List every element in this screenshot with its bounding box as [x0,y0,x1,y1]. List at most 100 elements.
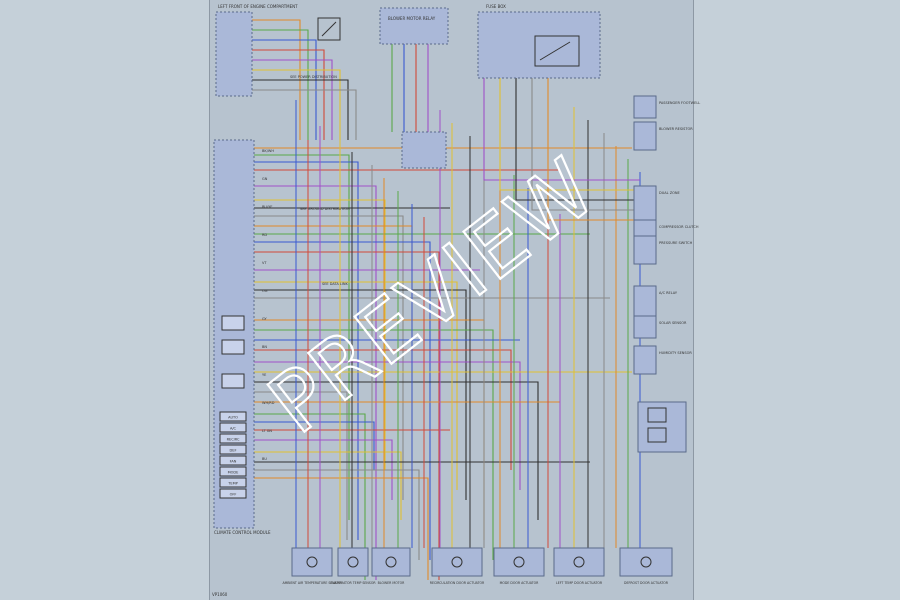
wire-color-label: BN [262,345,267,349]
bottom-component-label: DEFROST DOOR ACTUATOR [624,581,669,585]
top-left-connector: LEFT FRONT OF ENGINE COMPARTMENT [215,4,298,97]
wire-color-label: BU/YE [262,205,273,209]
right-connector [633,345,657,375]
controller-button-label: DEF [230,449,237,453]
motor-symbol-icon [347,556,359,568]
wire-color-label: OG [262,289,268,293]
bottom-component-label: MODE DOOR ACTUATOR [500,581,539,585]
right-connector-label: PASSENGER FOOTWELL [659,101,700,105]
wire [252,89,357,140]
wire [254,329,494,560]
bottom-component-box [291,547,333,577]
footer-code: VP1060 [212,592,228,597]
bottom-component-label: BLOWER MOTOR [378,581,405,585]
wire [515,78,640,201]
wire-color-label: YE [262,373,266,377]
wire [254,289,467,500]
bottom-component-box [337,547,369,577]
wire [531,78,640,211]
motor-symbol-icon [513,556,525,568]
right-connector-column: PASSENGER FOOTWELL BLOWER RESISTOR DUAL ZO… [633,95,700,375]
right-connector-label: COMPRESSOR CLUTCH [659,225,699,229]
right-connector [633,121,657,151]
right-connector-label: BLOWER RESISTOR [659,127,693,131]
bottom-component-label: RECIRCULATION DOOR ACTUATOR [430,581,485,585]
controller-button [219,466,247,477]
top-center-left-relay [317,17,341,41]
wire [254,413,366,580]
right-connector-label: HUMIDITY SENSOR [659,351,692,355]
climate-control-module-label: CLIMATE CONTROL MODULE [214,530,271,535]
controller-button [219,433,247,444]
wire [254,199,386,470]
right-connector-label: PRESSURE SWITCH [659,241,693,245]
bottom-components: AMBIENT AIR TEMPERATURE SENSOREVAPORATOR… [282,547,673,585]
right-connector-label: DUAL ZONE [659,191,680,195]
bottom-component-box [371,547,411,577]
controller-switch-2 [221,339,245,355]
bottom-right-sensor-block [637,401,687,453]
wire [254,477,429,580]
right-connector [633,185,657,221]
controller-button [219,422,247,433]
wire-color-label: LT GN [262,429,272,433]
bottom-component-box [493,547,545,577]
bottom-component-box [553,547,605,577]
wire [254,154,350,520]
controller-button-label: A/C [230,427,237,431]
wire [252,29,309,140]
wire-color-label: WH/RD [262,401,275,405]
wire [254,439,393,500]
center-module-label: BLOWER MOTOR RELAY [388,16,436,21]
left-controller-top-label: LEFT FRONT OF ENGINE COMPARTMENT [218,4,298,9]
bottom-component-label: EVAPORATOR TEMP SENSOR [330,581,376,585]
wire [254,421,375,470]
right-connector-label: A/C RELAY [659,291,678,295]
wire [254,185,377,580]
wire [254,161,359,540]
wire [252,79,349,140]
wire-color-label: RD [262,233,267,237]
fuse-box: FUSE BOX [477,4,601,79]
right-connector-label: SOLAR SENSOR [659,321,687,325]
right-connector [633,95,657,119]
wire [254,451,402,520]
wires [252,19,641,580]
motor-symbol-icon [306,556,318,568]
motor-symbol-icon [451,556,463,568]
motor-symbol-icon [385,556,397,568]
controller-button-label: TEMP [227,482,237,486]
cross-reference-note: SEE POWER DISTRIBUTION [290,75,337,79]
wire [254,391,348,540]
controller-button [219,477,247,488]
wire-color-label: GY [262,317,268,321]
controller-button [219,411,247,422]
controller-button-label: AUTO [228,416,238,420]
right-connector [633,285,657,321]
wire [254,251,440,580]
wire [252,69,341,140]
wire-color-label: BU [262,457,267,461]
bottom-component-box [431,547,483,577]
wire [547,78,640,221]
wire-color-label: VT [262,261,267,265]
controller-button-label: OFF [230,493,237,497]
wire [499,78,640,191]
bottom-component-label: AMBIENT AIR TEMPERATURE SENSOR [282,581,342,585]
wire-color-label: GN [262,177,268,181]
cross-reference-note: SEE DATA LINK [322,282,348,286]
motor-symbol-icon [573,556,585,568]
controller-button [219,488,247,499]
wire [483,78,640,181]
wire [254,469,420,560]
cross-reference-note: SEE GROUND DISTRIBUTION [300,207,350,211]
controller-button [219,455,247,466]
right-connector [633,315,657,339]
controller-button-label: RECIRC [227,438,240,442]
controller-switch-1 [221,315,245,331]
bottom-component-label: LEFT TEMP DOOR ACTUATOR [556,581,603,585]
